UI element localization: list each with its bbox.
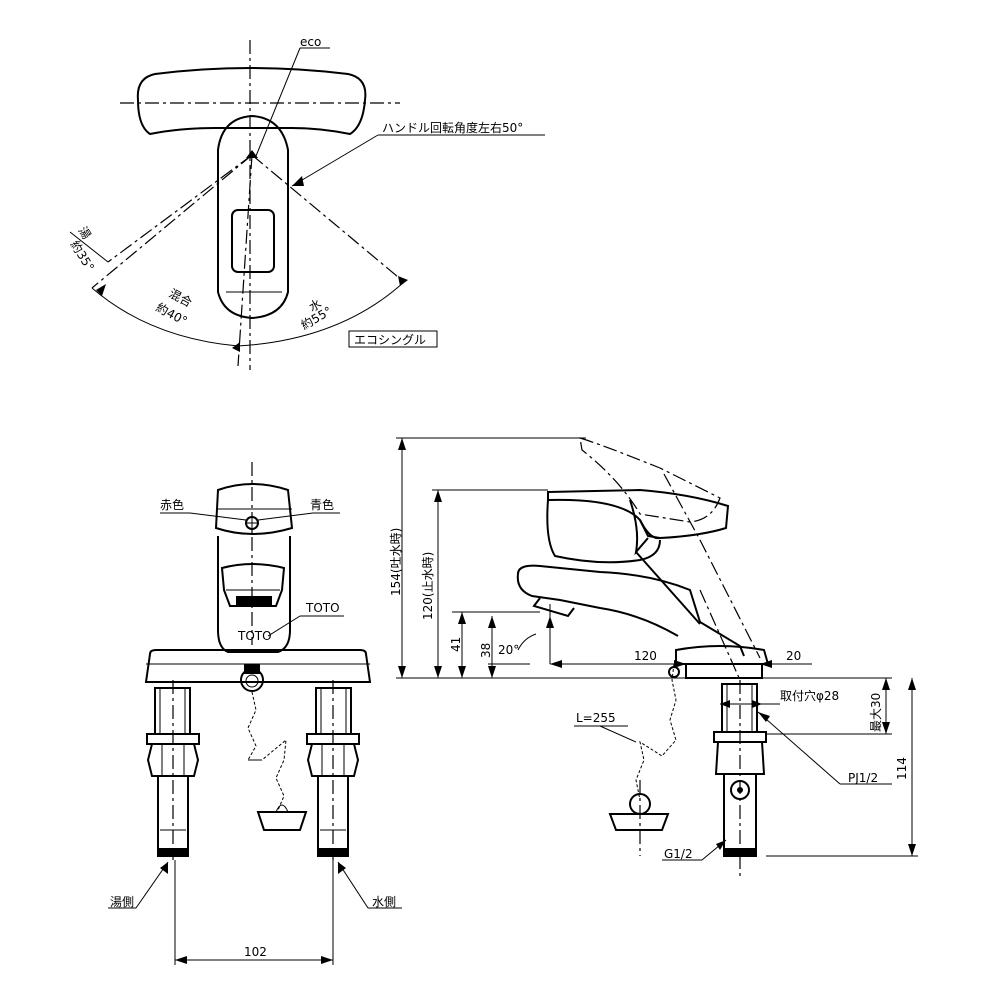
dimension-41: 41 [449, 637, 463, 652]
handle-side [547, 488, 730, 540]
brand-label: TOTO [305, 601, 340, 615]
drain-stopper-side [608, 813, 670, 831]
spout-reach-dimension: 120 [634, 649, 657, 663]
g-thread-label: G1/2 [664, 847, 693, 861]
eco-single-box [348, 330, 438, 348]
mount-hole-label: 取付穴φ28 [780, 688, 839, 703]
max-thickness-label: 最大30 [869, 693, 883, 732]
eco-label: eco [300, 35, 321, 49]
side-view: 154(吐水時) 120(止水時) 41 38 20° 120 20 [389, 437, 918, 880]
pitch-dimension: 102 [244, 945, 267, 959]
chain-length-label: L=255 [576, 711, 616, 725]
dimension-114: 114 [895, 757, 909, 780]
cold-side-label: 水側 [372, 895, 396, 909]
base-plate-front [144, 649, 372, 683]
hot-supply-pipe [146, 687, 200, 857]
dimension-38: 38 [479, 643, 493, 658]
spout-opening-top [231, 209, 275, 273]
rear-20-dimension: 20 [786, 649, 801, 663]
cold-supply-pipe [306, 687, 360, 857]
spout-angle: 20° [498, 643, 519, 657]
svg-text:TOTO: TOTO [237, 629, 272, 643]
handle-rotation-label: ハンドル回転角度左右50° [382, 120, 523, 135]
dimension-154: 154(吐水時) [389, 528, 403, 596]
lever-handle-top [136, 67, 367, 136]
faucet-body-top [217, 114, 289, 320]
top-view: eco ハンドル回転角度左右50° 湯 約35° 混合 約40° 水 約55° … [67, 35, 545, 370]
front-view: TOTO 赤色 青色 TOTO [108, 462, 402, 965]
hot-angle-label: 約35° [67, 238, 97, 274]
hot-side-label: 湯側 [110, 895, 134, 909]
drain-stopper-front [256, 811, 308, 831]
blue-mark-label: 青色 [310, 498, 334, 512]
handle-front [214, 483, 294, 535]
dimension-120: 120(止水時) [421, 552, 435, 620]
eco-single-label: エコシングル [354, 333, 426, 347]
red-mark-label: 赤色 [160, 498, 184, 512]
pj-thread-label: PJ1/2 [848, 771, 878, 785]
